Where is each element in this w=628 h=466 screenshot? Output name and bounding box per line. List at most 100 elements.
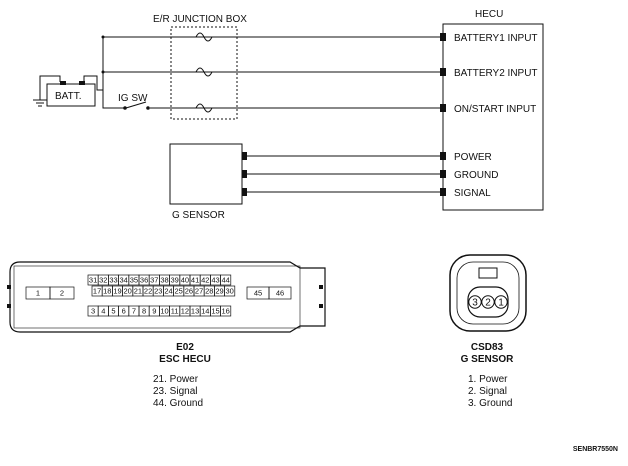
e02-pin-36: 36 — [138, 274, 150, 286]
e02-pin-20: 20 — [122, 285, 134, 297]
e02-pin-11-label: 11 — [171, 307, 179, 316]
e02-pin-12-label: 12 — [181, 307, 189, 316]
e02-pin-30: 30 — [224, 285, 236, 297]
hecu-title: HECU — [475, 9, 503, 20]
e02-code: E02 — [176, 342, 194, 353]
csd83-name: G SENSOR — [460, 354, 514, 365]
csd83-pin-1: 1 — [494, 295, 508, 309]
fuse-2-icon — [195, 67, 213, 77]
e02-pin-15-label: 15 — [211, 307, 219, 316]
document-code: SENBR7550N — [572, 446, 618, 453]
e02-pin-6-label: 6 — [122, 307, 126, 316]
e02-pin-25: 25 — [173, 285, 185, 297]
e02-pin-21: 21 — [132, 285, 144, 297]
e02-pin-23: 23 — [152, 285, 164, 297]
csd83-pin-1-label: 1 — [498, 298, 504, 309]
e02-connector-outline — [9, 261, 326, 333]
e02-name: ESC HECU — [159, 354, 211, 365]
hecu-input-on-start: ON/START INPUT — [454, 104, 536, 115]
e02-pin-23-label: 23 — [154, 287, 162, 296]
e02-pin-9-label: 9 — [152, 307, 156, 316]
e02-pin-32: 32 — [97, 274, 109, 286]
hecu-input-ground: GROUND — [454, 170, 498, 181]
ig-switch-label: IG SW — [118, 93, 148, 104]
e02-pin-42: 42 — [199, 274, 211, 286]
e02-pin-31-label: 31 — [89, 276, 97, 285]
e02-pin-29: 29 — [214, 285, 225, 297]
e02-pin-44: 44 — [220, 274, 232, 286]
e02-pin-30-label: 30 — [226, 287, 234, 296]
e02-pin-11: 11 — [169, 305, 181, 317]
e02-pin-19-label: 19 — [113, 287, 121, 296]
e02-pin-33: 33 — [108, 274, 119, 286]
e02-pin-13: 13 — [189, 305, 201, 317]
e02-pin-39: 39 — [169, 274, 181, 286]
e02-pinout-item: 21. Power — [153, 374, 199, 385]
e02-pin-40-label: 40 — [181, 276, 189, 285]
csd83-pin-2-label: 2 — [485, 298, 491, 309]
e02-pin-35-label: 35 — [130, 276, 138, 285]
csd83-pin-2: 2 — [481, 295, 495, 309]
e02-pinout-list: 21. Power 23. Signal 44. Ground — [153, 374, 203, 410]
e02-pin-6: 6 — [118, 305, 130, 317]
e02-pin-1-label: 1 — [36, 289, 40, 298]
e02-pin-3-label: 3 — [91, 307, 95, 316]
e02-pin-5-label: 5 — [111, 307, 115, 316]
e02-pin-22: 22 — [142, 285, 154, 297]
e02-pin-22-label: 22 — [144, 287, 152, 296]
junction-box-outline — [170, 26, 238, 120]
e02-pin-28: 28 — [203, 285, 215, 297]
e02-pin-37-label: 37 — [150, 276, 158, 285]
hecu-box — [442, 23, 544, 211]
e02-pin-13-label: 13 — [191, 307, 199, 316]
e02-pin-18: 18 — [101, 285, 113, 297]
e02-pin-44-label: 44 — [222, 276, 230, 285]
e02-pin-1: 1 — [25, 286, 51, 300]
csd83-connector-outline — [449, 254, 527, 332]
e02-pin-17: 17 — [91, 285, 103, 297]
e02-pin-2-label: 2 — [60, 289, 64, 298]
e02-pin-26: 26 — [183, 285, 195, 297]
fuse-1-icon — [195, 32, 213, 42]
e02-pin-38: 38 — [159, 274, 170, 286]
e02-pin-41-label: 41 — [191, 276, 199, 285]
e02-pin-12: 12 — [179, 305, 191, 317]
fuse-3-icon — [195, 103, 213, 113]
e02-pin-45: 45 — [246, 286, 270, 300]
e02-pin-40: 40 — [179, 274, 191, 286]
e02-pin-15: 15 — [210, 305, 221, 317]
hecu-input-battery1: BATTERY1 INPUT — [454, 33, 538, 44]
e02-pin-14-label: 14 — [201, 307, 209, 316]
g-sensor-label: G SENSOR — [172, 210, 225, 221]
e02-pin-34-label: 34 — [120, 276, 128, 285]
hecu-input-signal: SIGNAL — [454, 188, 491, 199]
e02-pinout-item: 23. Signal — [153, 386, 198, 397]
e02-pin-26-label: 26 — [185, 287, 193, 296]
e02-pin-36-label: 36 — [140, 276, 148, 285]
e02-pin-24: 24 — [163, 285, 174, 297]
e02-pin-3: 3 — [87, 305, 99, 317]
e02-pin-38-label: 38 — [160, 276, 168, 285]
e02-pin-42-label: 42 — [201, 276, 209, 285]
e02-pin-29-label: 29 — [215, 287, 223, 296]
e02-pin-20-label: 20 — [124, 287, 132, 296]
e02-pin-46: 46 — [268, 286, 292, 300]
csd83-pinout-list: 1. Power 2. Signal 3. Ground — [468, 374, 512, 410]
e02-pin-31: 31 — [87, 274, 99, 286]
e02-pin-7: 7 — [128, 305, 140, 317]
e02-pin-16: 16 — [220, 305, 232, 317]
e02-pin-41: 41 — [189, 274, 201, 286]
e02-pin-24-label: 24 — [164, 287, 172, 296]
csd83-code: CSD83 — [470, 342, 504, 353]
e02-pin-9: 9 — [148, 305, 160, 317]
e02-pin-21-label: 21 — [134, 287, 142, 296]
battery-box — [46, 83, 96, 107]
csd83-pinout-item: 3. Ground — [468, 398, 513, 409]
e02-pin-46-label: 46 — [276, 289, 284, 298]
e02-pin-25-label: 25 — [175, 287, 183, 296]
e02-pin-2: 2 — [49, 286, 75, 300]
